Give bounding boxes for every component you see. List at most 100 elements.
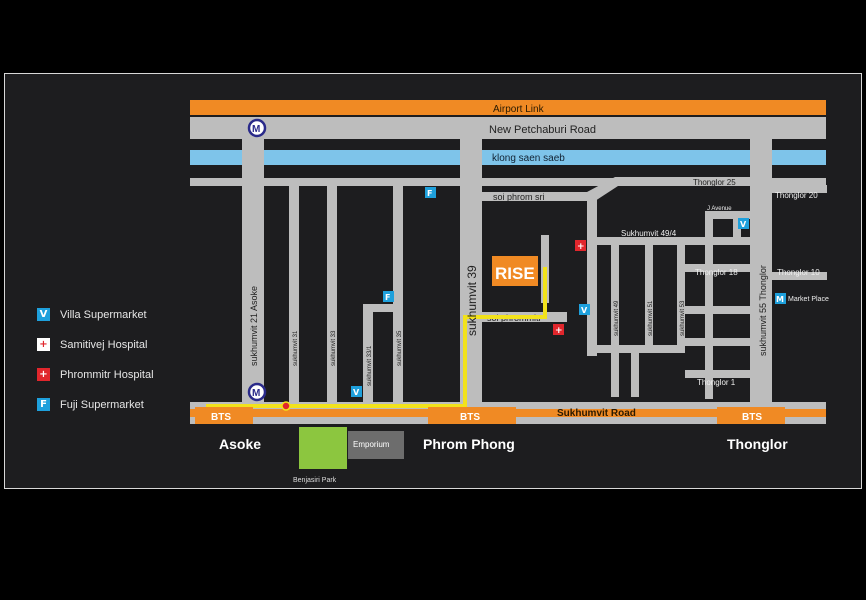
asoke-station-name: Asoke (219, 436, 261, 452)
market-place-label: Market Place (788, 296, 829, 303)
road-soi-phrom-sri (482, 192, 594, 201)
rise-project-marker (492, 256, 538, 286)
fuji-supermarket-icon: F (425, 187, 436, 198)
road-sukhumvit-49 (611, 245, 619, 397)
road-soi-49-upper (587, 196, 597, 356)
road-thonglor-18 (685, 264, 750, 272)
svg-text:V: V (581, 306, 588, 315)
bts-thonglor-label: BTS (742, 412, 762, 423)
airport-link-label: Airport Link (493, 104, 545, 115)
new-petchaburi-label: New Petchaburi Road (489, 124, 596, 136)
emporium-label: Emporium (353, 440, 390, 449)
villa-supermarket-icon: M (775, 293, 786, 304)
svg-text:M: M (776, 295, 784, 304)
sukhumvit-road-label: Sukhumvit Road (557, 408, 636, 419)
phrom-phong-station-name: Phrom Phong (423, 436, 515, 452)
j-avenue-label: J Avenue (707, 206, 732, 212)
road-sukhumvit-31 (289, 184, 299, 402)
sukhumvit-51-label: sukhumvit 51 (648, 300, 654, 336)
sukhumvit-21-label: sukhumvit 21 Asoke (249, 286, 259, 366)
road-thonglor-mid (685, 306, 750, 314)
fuji-supermarket-icon: F (383, 291, 394, 302)
road-sukhumvit-35 (393, 184, 403, 402)
road-thonglor-grid-v2 (733, 214, 741, 238)
road-thonglor-25 (693, 177, 750, 185)
benjasiri-park (299, 427, 347, 469)
road-sukhumvit-49-4 (597, 237, 750, 245)
sukhumvit-35-label: sukhumvit 35 (397, 330, 403, 366)
road-sukhumvit-51 (645, 245, 653, 345)
road-sukhumvit-33 (327, 184, 337, 402)
fuji-icon: F (37, 398, 50, 411)
soi-phrom-sri-label: soi phrom sri (493, 192, 545, 202)
svg-text:+: + (555, 326, 563, 336)
hospital-icon: + (553, 324, 564, 336)
sukhumvit-31-label: sukhumvit 31 (293, 330, 299, 366)
metro-sukhumvit-lower-label: M (252, 388, 260, 399)
location-map: Airport Link New Petchaburi Road klong s… (4, 73, 862, 489)
sukhumvit-33-label: sukhumvit 33 (331, 330, 337, 366)
emporium-building (348, 431, 404, 459)
legend-label: Fuji Supermarket (60, 398, 144, 411)
bts-phrom-phong-label: BTS (460, 412, 480, 423)
sukhumvit-39-label: sukhumvit 39 (465, 265, 479, 336)
thonglor-20-label: Thonglor 20 (775, 191, 818, 200)
thonglor-1-label: Thonglor 1 (697, 378, 736, 387)
airport-link-band (190, 100, 826, 115)
legend-item-fuji: F Fuji Supermarket (37, 396, 154, 413)
sukhumvit-49-4-label: Sukhumvit 49/4 (621, 229, 677, 238)
benjasiri-park-label: Benjasiri Park (293, 477, 337, 484)
road-thonglor-1 (685, 370, 750, 378)
road-sukhumvit-33-1-link (363, 304, 393, 312)
villa-supermarket-icon: V (351, 386, 362, 397)
legend-label: Phrommitr Hospital (60, 368, 154, 381)
thonglor-18-label: Thonglor 18 (695, 268, 738, 277)
svg-text:F: F (427, 189, 432, 198)
road-upper-horizontal (190, 178, 826, 186)
thonglor-10-label: Thonglor 10 (777, 268, 820, 277)
svg-text:V: V (740, 220, 747, 229)
road-sukhumvit-53 (677, 245, 685, 345)
sukhumvit-55-label: sukhumvit 55 Thonglor (758, 265, 768, 356)
svg-text:F: F (385, 293, 390, 302)
rise-project-label: RISE (495, 264, 535, 283)
villa-icon: V (37, 308, 50, 321)
bts-asoke-label: BTS (211, 412, 231, 423)
villa-supermarket-icon: V (579, 304, 590, 315)
road-sukhumvit-21 (242, 134, 264, 402)
road-sukhumvit-33-1 (363, 306, 373, 402)
map-legend: V Villa Supermarket + Samitivej Hospital… (37, 306, 154, 426)
klong-saen-saeb-canal (190, 150, 826, 165)
legend-item-villa: V Villa Supermarket (37, 306, 154, 323)
bts-asoke-station (195, 407, 253, 424)
hospital-icon: + (575, 240, 586, 252)
road-j-avenue (705, 211, 750, 219)
road-thonglor-20 (772, 185, 827, 193)
road-sukhumvit-55 (750, 134, 772, 402)
legend-item-samitivej: + Samitivej Hospital (37, 336, 154, 353)
hospital-icon: + (37, 338, 50, 351)
bts-thonglor-station (717, 407, 785, 424)
thonglor-25-label: Thonglor 25 (693, 178, 736, 187)
svg-text:+: + (577, 242, 585, 252)
hospital-icon: + (37, 368, 50, 381)
metro-sukhumvit-icon (247, 118, 267, 138)
klong-saen-saeb-label: klong saen saeb (492, 153, 565, 164)
road-thonglor-lower (685, 338, 750, 346)
legend-label: Villa Supermarket (60, 308, 147, 321)
svg-text:V: V (353, 388, 360, 397)
sukhumvit-53-label: sukhumvit 53 (680, 300, 686, 336)
legend-label: Samitivej Hospital (60, 338, 148, 351)
road-link-lower-v (631, 345, 639, 397)
legend-item-phrommitr: + Phrommitr Hospital (37, 366, 154, 383)
bts-phrom-phong-station (428, 407, 516, 424)
route-line (206, 267, 547, 408)
villa-supermarket-icon: V (738, 218, 749, 229)
sukhumvit-49-label: sukhumvit 49 (614, 300, 620, 336)
metro-sukhumvit-lower-icon (247, 382, 267, 402)
new-petchaburi-road (190, 117, 826, 139)
sukhumvit-33-1-label: sukhumvit 33/1 (367, 345, 373, 386)
thonglor-station-name: Thonglor (727, 436, 788, 452)
map-canvas: Airport Link New Petchaburi Road klong s… (190, 100, 829, 484)
road-thonglor-10 (772, 272, 827, 280)
